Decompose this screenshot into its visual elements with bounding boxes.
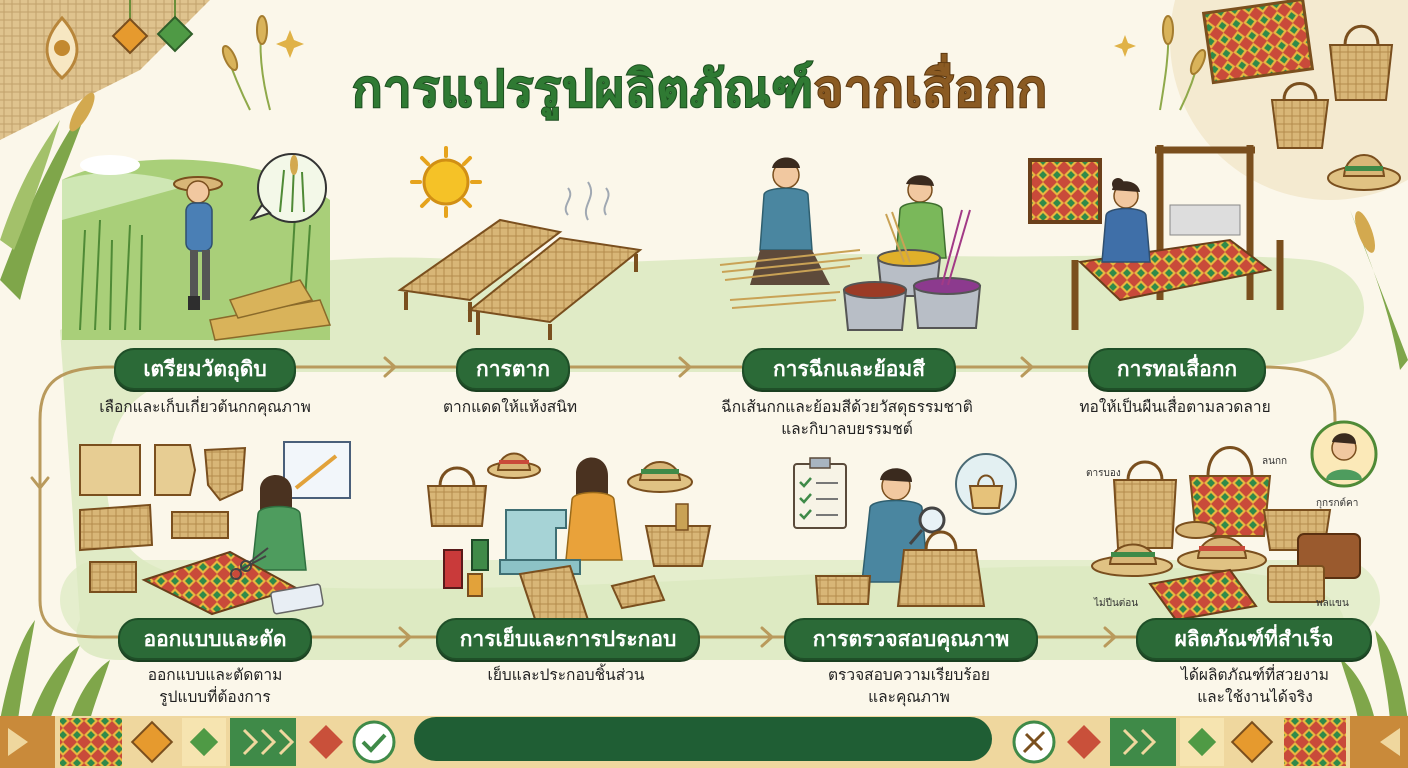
tools-icon (1012, 720, 1056, 764)
step-4-desc: ทอให้เป็นผืนเสื่อตามลวดลาย (1079, 398, 1271, 416)
bag-icon-top-right (1328, 24, 1394, 101)
screen-icon (283, 441, 351, 499)
woven-mat-top-right (1201, 0, 1315, 85)
bottom-banner (414, 717, 992, 761)
connector-arrows (30, 356, 1118, 648)
sparkle-icons (276, 30, 1136, 58)
product-label-top-right: ลนกก (1262, 456, 1288, 467)
product-label-right: กุกรกต์คา (1316, 498, 1359, 509)
product-label-bottom-left: ไม่ปีนต่อน (1094, 598, 1139, 609)
weaver-figure (1101, 178, 1151, 263)
check-icon (352, 720, 396, 764)
step-3-desc: ฉีกเส้นกกและย้อมสีด้วยวัสดุธรรมชาติ (721, 398, 973, 416)
person-icon (1310, 420, 1378, 488)
hanging-ornament-icon (111, 0, 194, 55)
reeds-title-right (1159, 15, 1207, 111)
step-3-title: การฉีกและย้อมสี (742, 348, 956, 390)
step-3-desc-2: และกิบาลบยรรมชต์ (781, 420, 913, 438)
reeds-left-edge (0, 92, 95, 300)
hat-icon-sewing (487, 452, 541, 479)
corner-weave-top-left (0, 0, 210, 140)
grass-bottom-right (1340, 630, 1408, 720)
hat-icon-top-right (1327, 154, 1401, 191)
scene-harvest (62, 153, 332, 341)
step-5-desc-2: รูปแบบที่ต้องการ (159, 688, 271, 706)
designer-figure (251, 474, 307, 571)
scene-products (1091, 420, 1378, 622)
reed-strips (719, 249, 863, 309)
clipboard-icon (793, 457, 847, 529)
bottom-border (0, 716, 1408, 768)
reeds-right-edge (1350, 210, 1408, 370)
scene-cutting (79, 441, 351, 616)
reed-bundles (209, 279, 332, 341)
step-7-desc: ตรวจสอบความเรียบร้อย (827, 666, 991, 684)
page-title: การแปรรูปผลิตภัณฑ์จากเสื่อกก (250, 50, 1150, 129)
step-1-title: เตรียมวัตถุดิบ (114, 348, 296, 390)
sewer-figure (565, 457, 623, 561)
step-4-title: การทอเสื่อกก (1088, 348, 1266, 390)
bag-icon-sewing (426, 466, 488, 527)
thai-ornament-icon (45, 15, 79, 81)
inspector-figure (861, 468, 929, 583)
scene-weaving (1028, 145, 1284, 330)
step-5-title: ออกแบบและตัด (118, 618, 312, 660)
reed-bubble-icon (249, 153, 327, 223)
step-5-desc: ออกแบบและตัดตาม (147, 666, 283, 684)
sun-icon (410, 146, 482, 218)
steam-icon (564, 181, 610, 221)
product-label-bottom-right: พลแขน (1316, 598, 1349, 609)
farmer-figure (173, 176, 223, 310)
basket-icon-sewing (644, 503, 712, 567)
scene-inspection (793, 453, 1017, 607)
process-path (60, 254, 1380, 660)
scene-sewing (426, 452, 712, 636)
step-2-title: การตาก (456, 348, 570, 390)
scene-drying (397, 146, 643, 340)
grass-bottom-left (0, 620, 110, 720)
dye-pots (842, 209, 982, 331)
connector-lines (38, 365, 1337, 639)
thread-spools (443, 539, 489, 597)
reeds-title-left (221, 15, 271, 111)
step-7-title: การตรวจสอบคุณภาพ (784, 618, 1038, 660)
mat-frame (1028, 158, 1102, 224)
product-label-top-left: ตารบอง (1086, 468, 1121, 479)
bag-bubble-icon (955, 453, 1017, 515)
hat-icon-sewing-2 (627, 461, 693, 493)
step-2-desc: ตากแดดให้แห้งสนิท (442, 398, 578, 416)
magnifier-icon (908, 506, 946, 545)
step-7-desc-2: และคุณภาพ (868, 688, 950, 706)
step-1-desc: เลือกและเก็บเกี่ยวต้นกกคุณภาพ (99, 398, 311, 416)
title-part-2: จากเสื่อกก (813, 59, 1048, 119)
step-8-desc: ได้ผลิตภัณฑ์ที่สวยงาม (1181, 666, 1329, 684)
woman-dyeing (895, 175, 947, 259)
scissors-icon (230, 547, 269, 580)
title-part-1: การแปรรูปผลิตภัณฑ์ (351, 59, 815, 119)
step-8-title: ผลิตภัณฑ์ที่สำเร็จ (1136, 618, 1372, 660)
basket-icon-top-right (1270, 82, 1330, 149)
step-6-title: การเย็บและการประกอบ (436, 618, 700, 660)
step-8-desc-2: และใช้งานได้จริง (1197, 688, 1313, 706)
scene-dyeing (719, 157, 982, 331)
step-6-desc: เย็บและประกอบชิ้นส่วน (487, 666, 645, 684)
